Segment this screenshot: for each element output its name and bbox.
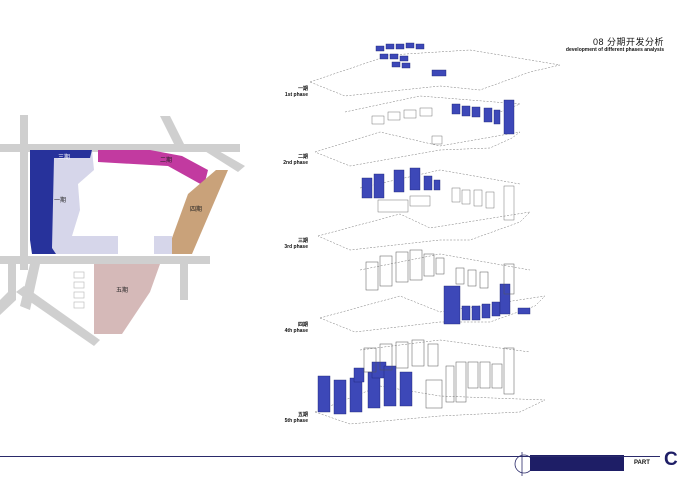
page-title: 08 分期开发分析	[592, 37, 664, 47]
phase-label-en: 5th phase	[284, 418, 308, 424]
phase-label-5: 五期 5th phase	[258, 412, 308, 424]
road-network	[0, 115, 245, 346]
phase2-outline-buildings	[371, 107, 443, 145]
site-label-phase2: 二期	[160, 158, 173, 164]
phase5-area	[94, 264, 160, 334]
phase2-buildings	[451, 99, 515, 135]
phase5-buildings	[317, 361, 413, 415]
phase-layers	[309, 49, 561, 425]
footer-rule	[0, 456, 660, 457]
phase-label-2: 二期 2nd phase	[258, 154, 308, 166]
phase5-outline-buildings	[363, 339, 515, 409]
phase3-outline-buildings	[377, 185, 515, 221]
phase-label-4: 四期 4th phase	[258, 322, 308, 334]
part-letter: C	[664, 449, 678, 470]
phase3-buildings	[361, 167, 441, 199]
phase-label-en: 4th phase	[284, 328, 308, 334]
phase-label-cn: 三期	[297, 238, 308, 244]
phase-label-cn: 五期	[297, 412, 308, 418]
site-label-phase1: 一期	[54, 198, 67, 204]
phase-label-en: 1st phase	[284, 92, 308, 98]
site-label-phase5: 五期	[116, 288, 129, 294]
phase-label-3: 三期 3rd phase	[258, 238, 308, 250]
phase-label-en: 2nd phase	[283, 160, 308, 166]
phase1-area	[50, 150, 118, 254]
page-subtitle: development of different phases analysis	[565, 47, 664, 53]
phase-label-cn: 二期	[297, 154, 308, 160]
phase1-annex	[154, 236, 172, 254]
phase-label-cn: 一期	[297, 86, 308, 92]
site-label-phase3: 三期	[58, 155, 71, 161]
footer-badge	[514, 452, 658, 476]
phase-label-1: 一期 1st phase	[258, 86, 308, 98]
phase-label-cn: 四期	[297, 322, 308, 328]
site-label-phase4: 四期	[190, 207, 203, 213]
phase1-buildings	[375, 42, 447, 77]
phase2-area	[98, 150, 208, 186]
phase4-area	[172, 170, 228, 254]
phase-label-en: 3rd phase	[284, 244, 308, 250]
phase4-buildings	[443, 283, 531, 325]
existing-buildings	[73, 271, 85, 309]
part-label: PART	[634, 460, 650, 466]
phase3-area	[30, 150, 92, 254]
phase4-outline-buildings	[365, 249, 515, 295]
